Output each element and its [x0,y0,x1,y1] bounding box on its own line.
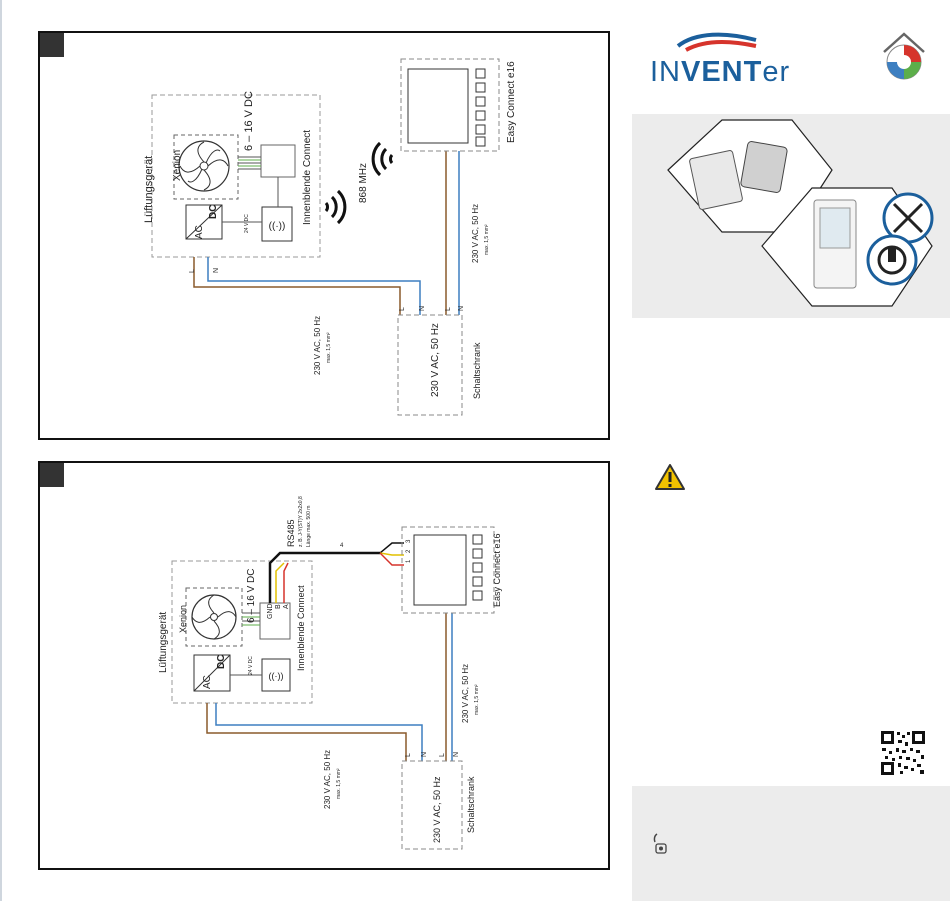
device-group-label: Lüftungsgerät [158,612,169,673]
cabinet-label: Schaltschrank [466,776,476,833]
svg-text:4: 4 [340,543,344,549]
contact-panel [632,786,950,901]
fan-label: Xenion [178,605,188,633]
svg-text:L: L [405,753,412,757]
qr-code-icon [880,730,926,776]
cabinet-box [401,760,463,850]
wire-l [193,257,401,315]
controller-label: Easy Connect e16 [492,533,502,607]
controller-label: Easy Connect e16 [506,61,517,143]
svg-text:N: N [419,306,426,311]
wire-l [206,703,407,761]
product-image-panel [632,114,950,318]
svg-text:B: B [275,604,282,609]
supply-line-label-right: 230 V AC, 50 Hz [461,664,470,723]
power-supply-box [193,654,231,692]
supply-line-label: 230 V AC, 50 Hz [313,316,322,375]
ac-label: AC [194,225,205,239]
svg-text:N: N [453,752,460,757]
controller-screen [413,534,467,606]
device-group-label: Lüftungsgerät [143,156,155,223]
supply-line-label: 230 V AC, 50 Hz [323,750,332,809]
frequency-label: 868 MHz [358,163,369,203]
svg-text:2: 2 [406,549,412,553]
controller-screen [407,68,469,144]
svg-text:((·)): ((·)) [269,671,284,681]
svg-text:L: L [445,307,452,311]
svg-text:GND: GND [267,603,274,619]
controller-front-icon [689,150,743,210]
radio-waves-icon [324,141,394,225]
bus-cable [268,551,380,603]
svg-text:1: 1 [406,559,412,563]
cabinet-voltage-label: 230 V AC, 50 Hz [432,776,442,843]
dc-converter-label: DC [208,205,219,219]
wiring-diagram-bus: ((·)) Lüftungsgerät Xenion 6 – 16 V DC 2… [38,461,610,870]
svg-text:A: A [283,604,290,609]
supply-line-label-right: 230 V AC, 50 Hz [471,204,480,263]
connect-label: Innenblende Connect [302,130,313,225]
svg-text:N: N [213,268,220,273]
svg-text:Länge max. 500 m: Länge max. 500 m [306,506,312,547]
phone-icon [653,833,667,854]
device-group-box [171,560,313,704]
svg-text:L: L [399,307,406,311]
svg-text:L: L [189,269,196,273]
controller-box [401,526,495,614]
dc-label: 24 V DC [244,214,250,233]
radio-module-box [261,206,293,242]
device-group-box [151,94,321,258]
svg-text:24 V DC: 24 V DC [248,656,254,675]
voltage-range-label: 6 – 16 V DC [246,569,257,623]
wire-n [215,703,423,761]
bus-label: RS485 [286,519,296,547]
page-left-rule [0,0,2,901]
svg-text:z. B. J-Y(ST)Y 2x2x0,8: z. B. J-Y(ST)Y 2x2x0,8 [298,496,304,547]
connect-label: Innenblende Connect [296,585,306,671]
brand-logo-swoosh [676,32,757,52]
svg-text:max. 1,5 mm²: max. 1,5 mm² [326,332,332,363]
svg-text:((·)): ((·)) [269,221,286,232]
control-module-box [260,144,296,178]
cabinet-label: Schaltschrank [472,342,482,399]
ac-label: AC [202,675,213,689]
svg-text:max. 1,5 mm²: max. 1,5 mm² [484,224,490,255]
svg-text:N: N [458,306,465,311]
fan-icon [178,140,230,192]
dc-converter-label: DC [216,655,227,669]
svg-text:3: 3 [406,539,412,543]
svg-text:L: L [439,753,446,757]
controller-box [400,58,500,152]
voltage-range-label: 6 – 16 V DC [243,91,255,151]
brand-logo-text: INVENTer [650,56,791,88]
fan-label: Xenion [172,150,183,181]
wiring-diagram-radio: ((·)) Lüftungsgerät Xenion 6 – 16 V DC 2… [38,31,610,440]
panel-tab [40,463,64,487]
svg-text:N: N [421,752,428,757]
svg-text:max. 1,5 mm²: max. 1,5 mm² [336,768,342,799]
house-ventilation-icon [883,32,925,80]
wire-n [207,257,421,315]
svg-text:max. 1,5 mm²: max. 1,5 mm² [474,684,480,715]
panel-tab [40,33,64,57]
cabinet-voltage-label: 230 V AC, 50 Hz [430,323,441,397]
cabinet-box [397,314,463,416]
controller-back-icon [740,141,788,193]
fan-box [173,134,239,200]
warning-icon [655,464,685,490]
